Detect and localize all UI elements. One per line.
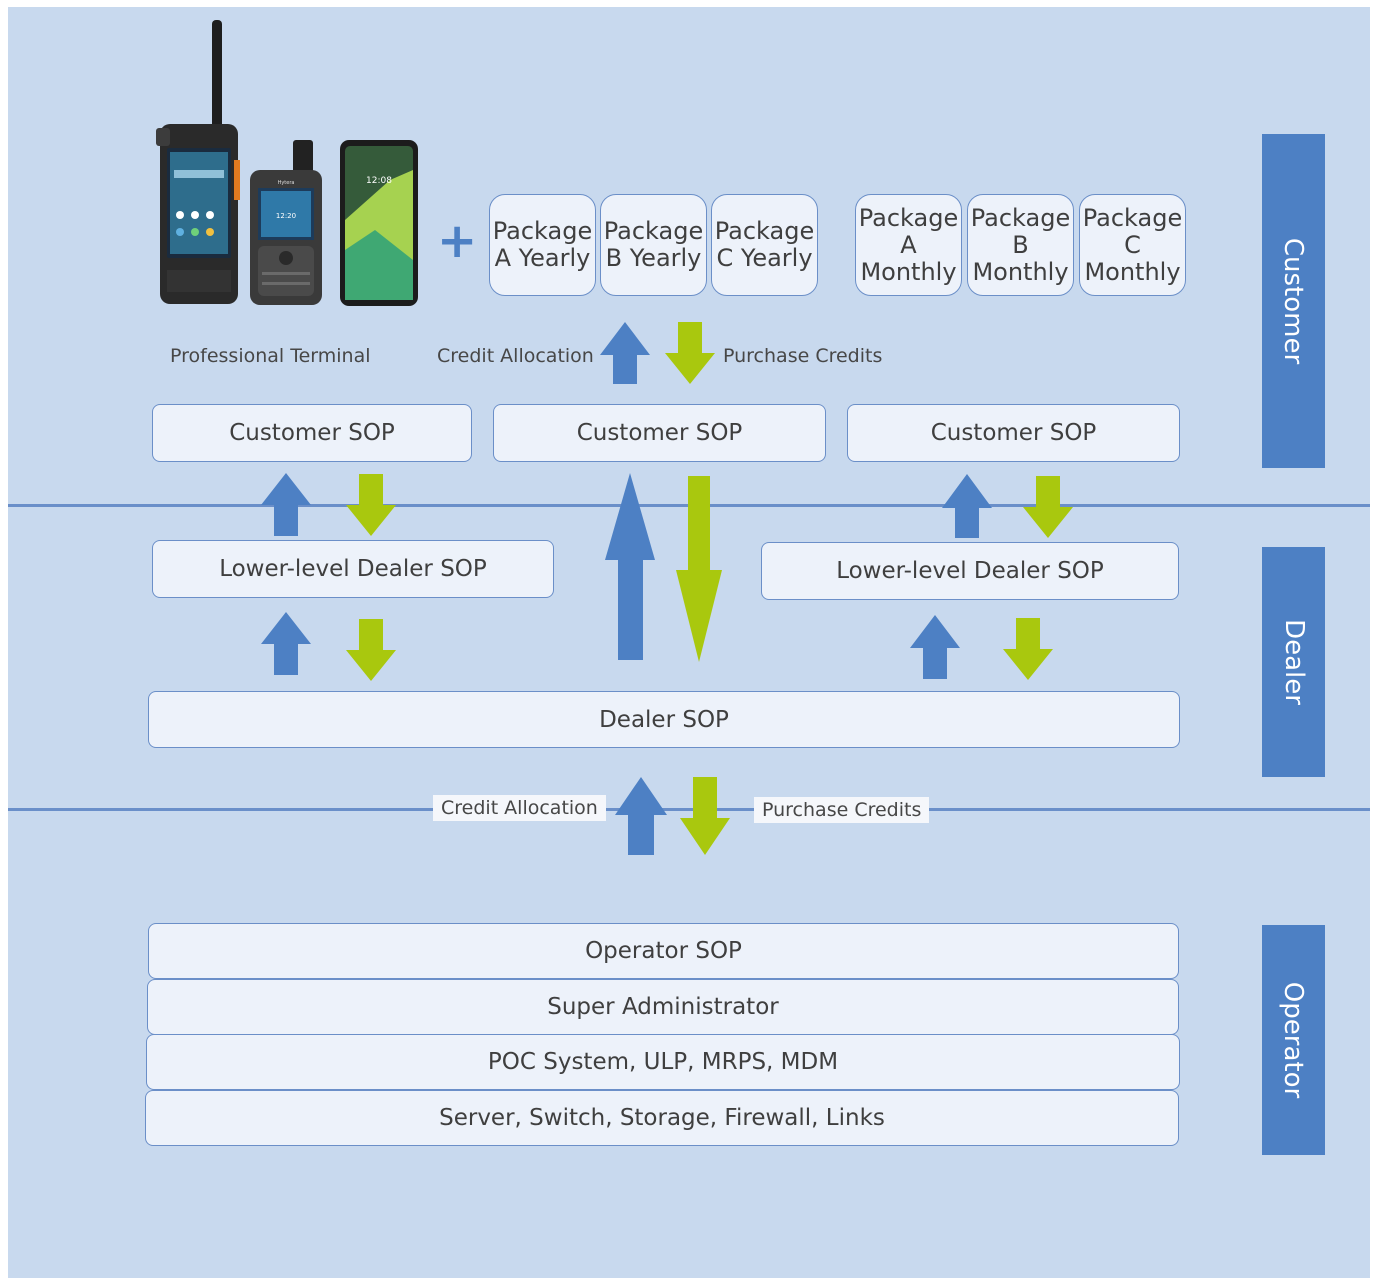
up-arrow-right-upper	[942, 474, 992, 538]
up-arrow-left-upper	[261, 473, 311, 536]
poc-system-layer: POC System, ULP, MRPS, MDM	[146, 1034, 1180, 1090]
purchase-credits-label-bottom: Purchase Credits	[754, 797, 930, 823]
up-arrow-left-lower	[261, 612, 311, 675]
down-arrow-left-upper	[346, 474, 396, 536]
credit-allocation-label-top: Credit Allocation	[437, 345, 594, 367]
up-arrow-credit-allocation-bottom	[615, 777, 667, 855]
down-arrow-purchase-credits-bottom	[680, 777, 730, 855]
operator-sop: Operator SOP	[148, 923, 1179, 979]
down-arrow-center-long	[676, 476, 722, 662]
package-b-yearly: Package B Yearly	[600, 194, 707, 296]
package-c-monthly: Package C Monthly	[1079, 194, 1186, 296]
dealer-sop: Dealer SOP	[148, 691, 1180, 748]
down-arrow-right-upper	[1023, 476, 1073, 538]
tier-bar-dealer: Dealer	[1262, 547, 1325, 777]
package-a-yearly: Package A Yearly	[489, 194, 596, 296]
package-b-monthly: Package B Monthly	[967, 194, 1074, 296]
tier-bar-operator: Operator	[1262, 925, 1325, 1155]
purchase-credits-label-top: Purchase Credits	[723, 345, 883, 367]
super-administrator: Super Administrator	[147, 979, 1179, 1035]
lower-dealer-sop-left: Lower-level Dealer SOP	[152, 540, 554, 598]
dealer-operator-separator	[8, 808, 1370, 811]
keypad-radio-icon	[250, 140, 322, 305]
up-arrow-right-lower	[910, 615, 960, 679]
radio-clock-text: 12:20	[276, 212, 296, 220]
tier-bar-customer: Customer	[1262, 134, 1325, 468]
credit-allocation-label-bottom: Credit Allocation	[433, 795, 606, 821]
plus-sign: +	[437, 213, 478, 269]
infrastructure-layer: Server, Switch, Storage, Firewall, Links	[145, 1090, 1179, 1146]
down-arrow-purchase-credits-top	[665, 322, 715, 384]
radio-brand-text: Hytera	[278, 180, 295, 186]
professional-terminal-devices-illustration: 12:08 12:20 Hytera	[156, 20, 418, 306]
package-a-monthly: Package A Monthly	[855, 194, 962, 296]
up-arrow-credit-allocation-top	[600, 322, 650, 384]
down-arrow-left-lower	[346, 619, 396, 681]
customer-sop-left: Customer SOP	[152, 404, 472, 462]
customer-sop-right: Customer SOP	[847, 404, 1180, 462]
handheld-radio-icon	[156, 20, 240, 304]
up-arrow-center-long	[605, 473, 655, 660]
customer-sop-center: Customer SOP	[493, 404, 826, 462]
phone-clock-text: 12:08	[366, 176, 392, 186]
lower-dealer-sop-right: Lower-level Dealer SOP	[761, 542, 1179, 600]
package-c-yearly: Package C Yearly	[711, 194, 818, 296]
smartphone-icon	[340, 140, 418, 306]
down-arrow-right-lower	[1003, 618, 1053, 680]
professional-terminal-label: Professional Terminal	[170, 345, 371, 367]
